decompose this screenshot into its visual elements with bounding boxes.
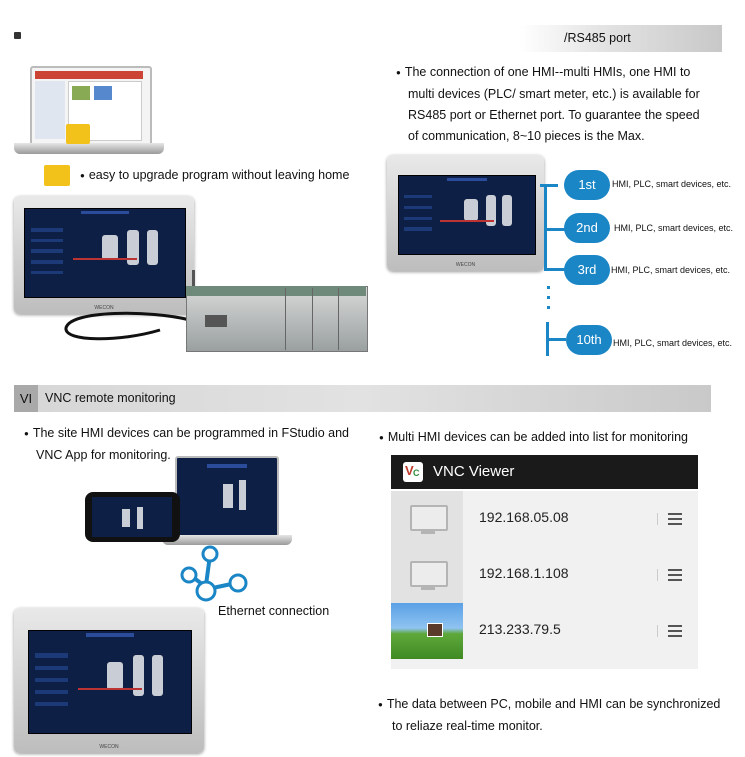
connection-line-1: The connection of one HMI--multi HMIs, o… — [396, 62, 736, 84]
desktop-wallpaper-thumbnail — [391, 603, 463, 659]
device-badge-2nd: 2nd — [564, 213, 610, 243]
hmi-panel: WECON — [14, 608, 204, 753]
vnc-viewer-header: V C VNC Viewer — [391, 455, 698, 489]
menu-icon[interactable] — [657, 625, 682, 637]
site-line-2: VNC App for monitoring. — [36, 448, 171, 462]
device-label: HMI, PLC, smart devices, etc. — [612, 179, 732, 189]
sync-paragraph: The data between PC, mobile and HMI can … — [378, 694, 738, 737]
monitor-icon — [391, 491, 463, 547]
network-share-icon — [180, 545, 248, 602]
cable-image — [64, 311, 191, 341]
section-rs485-title: /RS485 port — [564, 31, 631, 45]
folder-icon — [44, 165, 70, 186]
vnc-logo-icon: V C — [403, 462, 423, 482]
vnc-server-row[interactable]: 192.168.1.108 — [391, 547, 698, 604]
menu-icon[interactable] — [657, 569, 682, 581]
vnc-server-ip: 192.168.1.108 — [479, 565, 569, 581]
vnc-app-title: VNC Viewer — [433, 463, 515, 480]
hmi-panel: WECON — [387, 155, 544, 271]
phone-image — [85, 492, 180, 542]
multi-text: Multi HMI devices can be added into list… — [379, 427, 688, 449]
monitor-icon — [391, 547, 463, 603]
sync-line-1: The data between PC, mobile and HMI can … — [378, 694, 738, 716]
device-label: HMI, PLC, smart devices, etc. — [614, 223, 734, 233]
site-line-1: The site HMI devices can be programmed i… — [24, 423, 374, 445]
site-paragraph: The site HMI devices can be programmed i… — [24, 423, 374, 466]
menu-icon[interactable] — [657, 513, 682, 525]
folder-icon — [66, 124, 90, 144]
vnc-server-row[interactable]: 213.233.79.5 — [391, 603, 698, 660]
connection-line-4: of communication, 8~10 pieces is the Max… — [408, 129, 645, 143]
section-vnc-title: VNC remote monitoring — [45, 391, 176, 405]
section-bar-rs485: /RS485 port — [520, 25, 722, 52]
ethernet-label: Ethernet connection — [218, 604, 330, 618]
vnc-server-ip: 192.168.05.08 — [479, 509, 569, 525]
device-badge-3rd: 3rd — [564, 255, 610, 285]
vnc-server-ip: 213.233.79.5 — [479, 621, 561, 637]
sync-line-2: to reliaze real-time monitor. — [392, 719, 543, 733]
decorative-mark-icon — [14, 32, 21, 39]
connection-line-2: multi devices (PLC/ smart meter, etc.) i… — [408, 87, 700, 101]
device-label: HMI, PLC, smart devices, etc. — [613, 338, 733, 348]
connection-line-3: RS485 port or Ethernet port. To guarante… — [408, 108, 700, 122]
device-badge-10th: 10th — [566, 325, 612, 355]
device-badge-1st: 1st — [564, 170, 610, 200]
vnc-list-footer — [391, 659, 698, 669]
hmi-panel: WECON — [14, 196, 194, 314]
connection-paragraph: The connection of one HMI--multi HMIs, o… — [396, 62, 736, 147]
device-label: HMI, PLC, smart devices, etc. — [611, 265, 731, 275]
upgrade-text: easy to upgrade program without leaving … — [80, 165, 350, 187]
section-number: VI — [14, 385, 38, 412]
vnc-server-row[interactable]: 192.168.05.08 — [391, 491, 698, 548]
section-bar-vnc: VI VNC remote monitoring — [14, 385, 711, 412]
